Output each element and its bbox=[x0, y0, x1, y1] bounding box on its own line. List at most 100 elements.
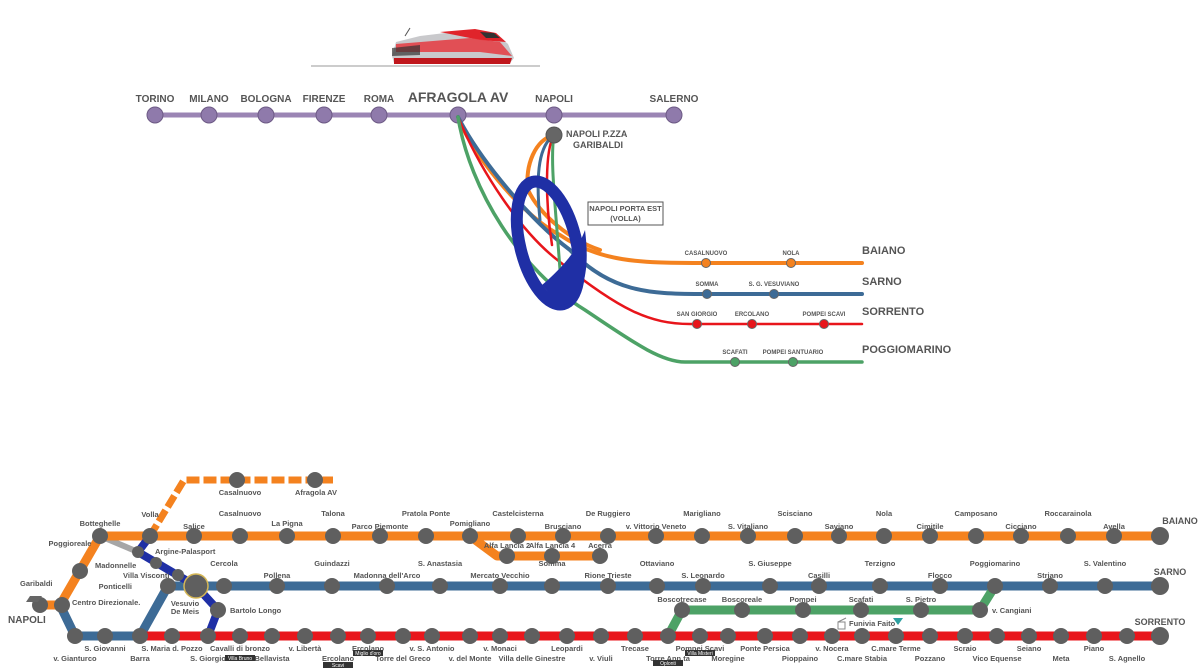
station-stop[interactable] bbox=[648, 528, 664, 544]
station-stop[interactable] bbox=[324, 578, 340, 594]
station-stop[interactable] bbox=[186, 528, 202, 544]
station-stop[interactable] bbox=[695, 578, 711, 594]
av-station[interactable] bbox=[315, 106, 333, 124]
station-stop[interactable] bbox=[674, 602, 690, 618]
station-stop[interactable] bbox=[232, 528, 248, 544]
av-station[interactable] bbox=[370, 106, 388, 124]
station-stop[interactable] bbox=[232, 628, 248, 644]
station-stop[interactable] bbox=[987, 578, 1003, 594]
station-stop[interactable] bbox=[1151, 627, 1169, 645]
station-stop[interactable] bbox=[210, 602, 226, 618]
station-stop[interactable] bbox=[792, 628, 808, 644]
av-station[interactable] bbox=[665, 106, 683, 124]
station-stop[interactable] bbox=[297, 628, 313, 644]
station-stop[interactable] bbox=[592, 548, 608, 564]
station-stop[interactable] bbox=[269, 578, 285, 594]
station-stop[interactable] bbox=[524, 628, 540, 644]
branch-station[interactable] bbox=[701, 258, 711, 268]
station-stop[interactable] bbox=[913, 602, 929, 618]
station-stop[interactable] bbox=[1097, 578, 1113, 594]
station-stop[interactable] bbox=[740, 528, 756, 544]
station-stop[interactable] bbox=[734, 602, 750, 618]
branch-station[interactable] bbox=[702, 289, 712, 299]
station-stop[interactable] bbox=[1151, 527, 1169, 545]
station-stop[interactable] bbox=[694, 528, 710, 544]
station-stop[interactable] bbox=[888, 628, 904, 644]
station-stop[interactable] bbox=[872, 578, 888, 594]
station-stop[interactable] bbox=[853, 602, 869, 618]
garibaldi-hub-station[interactable] bbox=[545, 126, 563, 144]
station-stop[interactable] bbox=[600, 578, 616, 594]
station-stop[interactable] bbox=[559, 628, 575, 644]
station-stop[interactable] bbox=[1086, 628, 1102, 644]
station-stop[interactable] bbox=[876, 528, 892, 544]
station-stop[interactable] bbox=[264, 628, 280, 644]
station-stop[interactable] bbox=[150, 557, 162, 569]
station-stop[interactable] bbox=[660, 628, 676, 644]
station-stop[interactable] bbox=[1119, 628, 1135, 644]
station-stop[interactable] bbox=[787, 528, 803, 544]
branch-station[interactable] bbox=[786, 258, 796, 268]
branch-station[interactable] bbox=[788, 357, 798, 367]
station-stop[interactable] bbox=[279, 528, 295, 544]
station-stop[interactable] bbox=[824, 628, 840, 644]
station-stop[interactable] bbox=[593, 628, 609, 644]
station-stop[interactable] bbox=[418, 528, 434, 544]
station-stop[interactable] bbox=[499, 548, 515, 564]
station-stop[interactable] bbox=[132, 628, 148, 644]
station-stop[interactable] bbox=[989, 628, 1005, 644]
station-stop[interactable] bbox=[544, 548, 560, 564]
station-stop[interactable] bbox=[229, 472, 245, 488]
station-stop[interactable] bbox=[1106, 528, 1122, 544]
station-stop[interactable] bbox=[492, 578, 508, 594]
vesuvio-de-meis-hub[interactable] bbox=[183, 573, 209, 599]
station-stop[interactable] bbox=[510, 528, 526, 544]
station-stop[interactable] bbox=[200, 628, 216, 644]
station-stop[interactable] bbox=[142, 528, 158, 544]
station-stop[interactable] bbox=[854, 628, 870, 644]
station-stop[interactable] bbox=[692, 628, 708, 644]
station-stop[interactable] bbox=[649, 578, 665, 594]
station-stop[interactable] bbox=[957, 628, 973, 644]
station-stop[interactable] bbox=[372, 528, 388, 544]
av-station[interactable] bbox=[545, 106, 563, 124]
station-stop[interactable] bbox=[492, 628, 508, 644]
station-stop[interactable] bbox=[972, 602, 988, 618]
branch-station[interactable] bbox=[730, 357, 740, 367]
branch-station[interactable] bbox=[747, 319, 757, 329]
station-stop[interactable] bbox=[72, 563, 88, 579]
station-stop[interactable] bbox=[555, 528, 571, 544]
station-stop[interactable] bbox=[379, 578, 395, 594]
station-stop[interactable] bbox=[462, 628, 478, 644]
station-stop[interactable] bbox=[172, 569, 184, 581]
station-stop[interactable] bbox=[325, 528, 341, 544]
station-stop[interactable] bbox=[395, 628, 411, 644]
station-stop[interactable] bbox=[160, 578, 176, 594]
station-stop[interactable] bbox=[932, 578, 948, 594]
station-stop[interactable] bbox=[1060, 528, 1076, 544]
station-stop[interactable] bbox=[67, 628, 83, 644]
station-stop[interactable] bbox=[762, 578, 778, 594]
station-stop[interactable] bbox=[627, 628, 643, 644]
station-stop[interactable] bbox=[922, 528, 938, 544]
station-stop[interactable] bbox=[544, 578, 560, 594]
av-station[interactable] bbox=[257, 106, 275, 124]
station-stop[interactable] bbox=[97, 628, 113, 644]
station-stop[interactable] bbox=[757, 628, 773, 644]
station-stop[interactable] bbox=[1021, 628, 1037, 644]
station-stop[interactable] bbox=[307, 472, 323, 488]
station-stop[interactable] bbox=[462, 528, 478, 544]
station-stop[interactable] bbox=[1042, 578, 1058, 594]
station-stop[interactable] bbox=[424, 628, 440, 644]
station-stop[interactable] bbox=[811, 578, 827, 594]
station-stop[interactable] bbox=[795, 602, 811, 618]
station-stop[interactable] bbox=[831, 528, 847, 544]
station-stop[interactable] bbox=[1151, 577, 1169, 595]
station-stop[interactable] bbox=[432, 578, 448, 594]
station-stop[interactable] bbox=[600, 528, 616, 544]
av-station[interactable] bbox=[146, 106, 164, 124]
station-stop[interactable] bbox=[968, 528, 984, 544]
station-stop[interactable] bbox=[922, 628, 938, 644]
station-stop[interactable] bbox=[216, 578, 232, 594]
station-stop[interactable] bbox=[360, 628, 376, 644]
